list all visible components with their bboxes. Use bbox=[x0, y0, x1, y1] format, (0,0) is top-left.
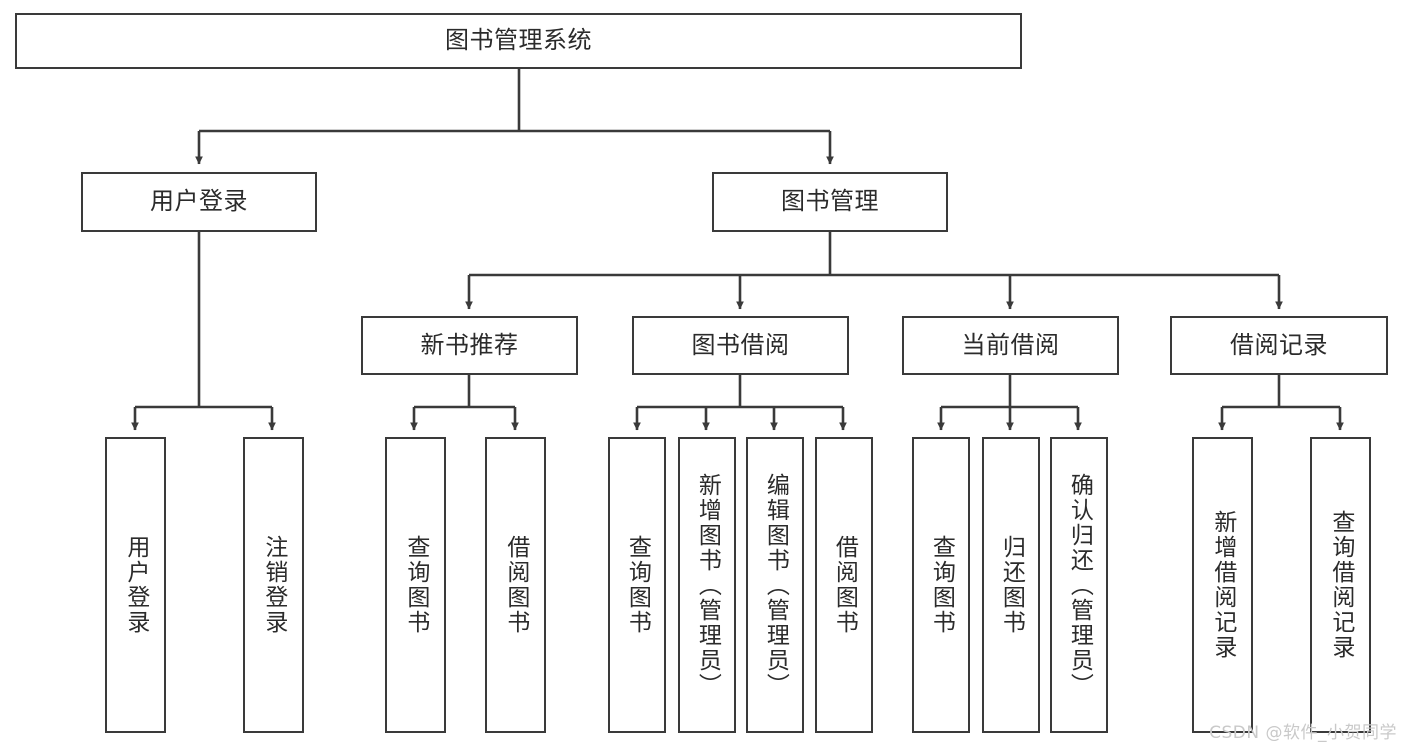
watermark: CSDN @软件_小贺同学 bbox=[1209, 723, 1397, 743]
node-new-book-recommend[interactable]: 新书推荐 bbox=[361, 316, 578, 375]
node-user-login-label: 用户登录 bbox=[150, 187, 248, 216]
leaf-query-borrow-record[interactable]: 查询借阅记录 bbox=[1310, 437, 1371, 733]
leaf-borrow-book-2[interactable]: 借阅图书 bbox=[815, 437, 873, 733]
leaf-user-login-label: 用户登录 bbox=[122, 535, 149, 635]
leaf-edit-book-admin[interactable]: 编辑图书（管理员） bbox=[746, 437, 804, 733]
leaf-borrow-book-1[interactable]: 借阅图书 bbox=[485, 437, 546, 733]
leaf-confirm-return-admin[interactable]: 确认归还（管理员） bbox=[1050, 437, 1108, 733]
leaf-borrow-book-1-label: 借阅图书 bbox=[502, 535, 529, 635]
leaf-confirm-return-admin-label: 确认归还（管理员） bbox=[1066, 472, 1093, 698]
leaf-query-book-1[interactable]: 查询图书 bbox=[385, 437, 446, 733]
leaf-user-login[interactable]: 用户登录 bbox=[105, 437, 166, 733]
leaf-return-book[interactable]: 归还图书 bbox=[982, 437, 1040, 733]
leaf-add-borrow-record-label: 新增借阅记录 bbox=[1209, 510, 1236, 660]
leaf-query-book-2-label: 查询图书 bbox=[624, 535, 651, 635]
node-book-borrow[interactable]: 图书借阅 bbox=[632, 316, 849, 375]
leaf-add-borrow-record[interactable]: 新增借阅记录 bbox=[1192, 437, 1253, 733]
node-book-manage[interactable]: 图书管理 bbox=[712, 172, 948, 232]
node-current-borrow[interactable]: 当前借阅 bbox=[902, 316, 1119, 375]
leaf-borrow-book-2-label: 借阅图书 bbox=[831, 535, 858, 635]
leaf-query-book-1-label: 查询图书 bbox=[402, 535, 429, 635]
leaf-edit-book-admin-label: 编辑图书（管理员） bbox=[762, 472, 789, 698]
node-borrow-record[interactable]: 借阅记录 bbox=[1170, 316, 1388, 375]
node-new-book-recommend-label: 新书推荐 bbox=[420, 330, 519, 359]
leaf-return-book-label: 归还图书 bbox=[998, 535, 1025, 635]
node-user-login[interactable]: 用户登录 bbox=[81, 172, 317, 232]
leaf-query-book-2[interactable]: 查询图书 bbox=[608, 437, 666, 733]
node-book-manage-label: 图书管理 bbox=[781, 187, 879, 216]
leaf-add-book-admin-label: 新增图书（管理员） bbox=[694, 472, 721, 698]
leaf-logout-label: 注销登录 bbox=[260, 535, 287, 635]
node-book-borrow-label: 图书借阅 bbox=[691, 330, 790, 359]
leaf-add-book-admin[interactable]: 新增图书（管理员） bbox=[678, 437, 736, 733]
node-current-borrow-label: 当前借阅 bbox=[961, 330, 1060, 359]
node-borrow-record-label: 借阅记录 bbox=[1230, 330, 1328, 359]
leaf-logout[interactable]: 注销登录 bbox=[243, 437, 304, 733]
leaf-query-book-3-label: 查询图书 bbox=[928, 535, 955, 635]
leaf-query-borrow-record-label: 查询借阅记录 bbox=[1327, 510, 1354, 660]
node-root[interactable]: 图书管理系统 bbox=[15, 13, 1022, 69]
leaf-query-book-3[interactable]: 查询图书 bbox=[912, 437, 970, 733]
node-root-label: 图书管理系统 bbox=[445, 26, 592, 55]
